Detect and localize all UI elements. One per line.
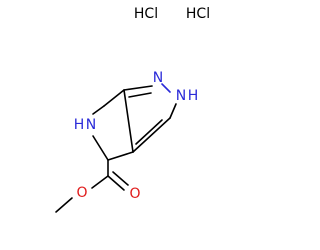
molecule-drawing: HCl HCl N N H N H O O [55,6,210,213]
bond-c3a-c4 [107,151,134,161]
atom-o-ester: O [76,185,87,201]
atom-n5: N [86,117,96,133]
bond-c6-c6a [103,89,125,107]
bond-c6a-c3a [123,89,134,153]
bond-ccarbonyl-o-double-a [107,175,125,191]
salt-label-hcl-2: HCl [186,6,210,22]
bond-ccarbonyl-o-double-b [112,171,129,186]
atom-o-carbonyl: O [129,186,140,202]
atom-n5-hydrogen: H [74,117,85,133]
atom-n1: N [153,70,163,86]
bond-oester-methyl [55,197,73,213]
bond-c3-c3a-double [135,119,163,145]
structure-canvas: HCl HCl N N H N H O O [55,6,211,213]
atom-n2: N [176,88,186,104]
bond-c6a-n1-double [128,92,152,98]
salt-label-hcl-1: HCl [134,6,158,22]
bond-c6a-n1 [123,85,153,91]
bond-n1-n2 [161,83,171,93]
atom-n2-hydrogen: H [188,88,199,104]
bond-c6-n5 [92,105,105,115]
bond-c3-c3a [132,117,171,153]
bond-c4-n5 [92,135,109,161]
bond-n2-c3 [169,103,177,119]
bond-ccarbonyl-oester [91,175,109,189]
